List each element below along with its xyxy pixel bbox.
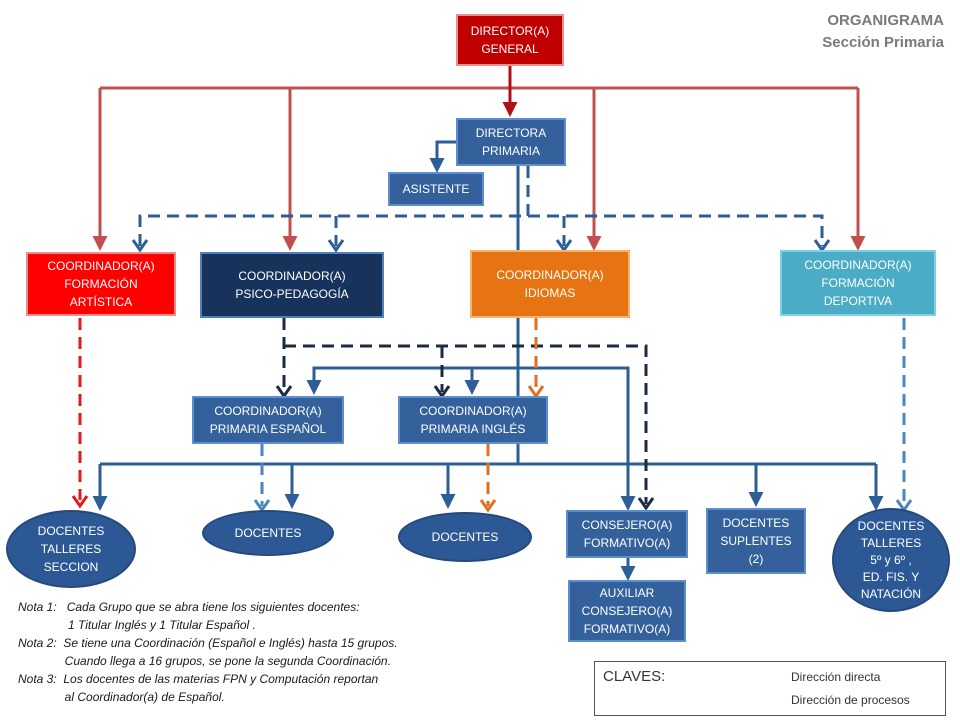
note-line: 1 Titular Inglés y 1 Titular Español . [18,618,256,632]
light-arrowheads [253,499,913,513]
idiomas-process-lines [486,318,538,506]
node-asistente: ASISTENTE [388,172,484,206]
title-line-1: ORGANIGRAMA [827,12,944,29]
node-coord-idiomas: COORDINADOR(A) IDIOMAS [470,250,630,318]
node-consejero-formativo: CONSEJERO(A) FORMATIVO(A) [566,510,688,558]
organigrama-title: ORGANIGRAMA Sección Primaria [822,10,944,54]
node-coord-primaria-ingles: COORDINADOR(A) PRIMARIA INGLÉS [398,396,548,444]
note-line: Nota 2: Se tiene una Coordinación (Españ… [18,636,398,650]
process-arrowheads [131,239,831,253]
light-process-lines [260,318,906,506]
psico-process-lines [282,318,648,504]
notes-block: Nota 1: Cada Grupo que se abra tiene los… [18,598,558,706]
legend-box: CLAVES: Dirección directa Dirección de p… [594,661,946,716]
directora-process-lines [138,166,824,246]
node-docentes-2: DOCENTES [398,512,532,562]
legend-direct-label: Dirección directa [791,670,881,684]
node-directora-primaria: DIRECTORA PRIMARIA [456,118,566,166]
legend-process-label: Dirección de procesos [791,693,910,707]
note-line: al Coordinador(a) de Español. [18,690,225,704]
legend-label: CLAVES: [603,668,666,685]
note-line: Nota 1: Cada Grupo que se abra tiene los… [18,600,360,614]
node-docentes-suplentes: DOCENTES SUPLENTES (2) [706,508,806,574]
note-line: Nota 3: Los docentes de las materias FPN… [18,672,379,686]
director-direct-lines [92,86,866,251]
node-coord-artistica: COORDINADOR(A) FORMACIÓN ARTÍSTICA [26,252,176,316]
node-docentes-talleres-5-6: DOCENTES TALLERES 5º y 6º , ED. FIS. Y N… [832,508,950,612]
note-line: Cuando llega a 16 grupos, se pone la seg… [18,654,391,668]
node-docentes-talleres-seccion: DOCENTES TALLERES SECCION [6,510,136,588]
node-coord-deportiva: COORDINADOR(A) FORMACIÓN DEPORTIVA [780,250,936,316]
arrow-to-asistente [429,140,458,173]
node-coord-psico: COORDINADOR(A) PSICO-PEDAGOGÍA [200,252,384,318]
title-line-2: Sección Primaria [822,34,944,51]
node-docentes-1: DOCENTES [202,510,334,556]
artistica-arrowhead [71,495,89,509]
node-director-general: DIRECTOR(A) GENERAL [456,14,564,66]
node-auxiliar-consejero: AUXILIAR CONSEJERO(A) FORMATIVO(A) [568,580,686,642]
node-coord-primaria-espanol: COORDINADOR(A) PRIMARIA ESPAÑOL [192,396,344,444]
